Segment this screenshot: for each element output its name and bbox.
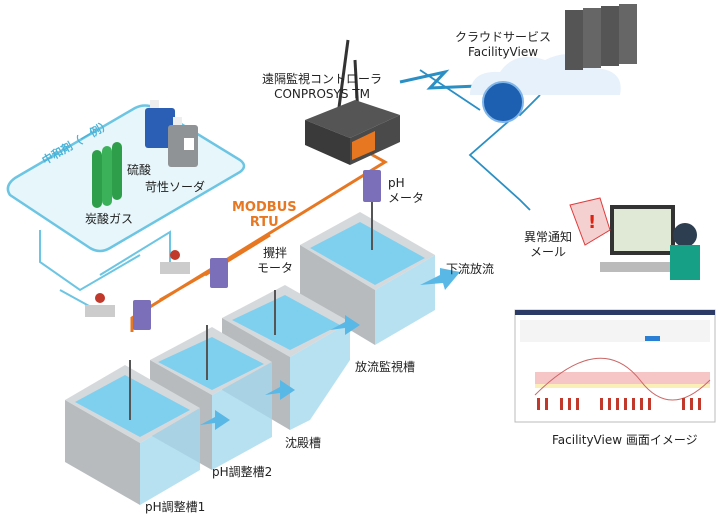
cloud-label-line2: FacilityView xyxy=(467,45,539,59)
controller-device-icon xyxy=(305,39,400,165)
cloud-label-line1: クラウドサービス xyxy=(455,30,552,44)
co2-cylinders-icon xyxy=(92,142,122,208)
ph-tank2-label: pH調整槽2 xyxy=(212,465,273,479)
alert-mail-label: 異常通知 メール xyxy=(524,230,572,260)
valve-icon xyxy=(85,250,190,317)
facilityview-screen-image xyxy=(514,309,716,423)
cloud-label: クラウドサービス FacilityView xyxy=(455,30,551,60)
discharge-tank-label: 放流監視槽 xyxy=(355,360,416,374)
flow-arrows xyxy=(200,268,460,430)
controller-label-line1: 遠隔監視コントローラ xyxy=(262,72,383,86)
screen-caption: FacilityView 画面イメージ xyxy=(552,433,698,447)
caustic-soda-label: 苛性ソーダ xyxy=(145,180,206,194)
sulfuric-acid-container-icon xyxy=(145,100,175,148)
caustic-soda-container-icon xyxy=(168,117,198,167)
controller-label: 遠隔監視コントローラ CONPROSYS TM xyxy=(262,72,382,102)
globe-icon xyxy=(482,81,524,123)
settling-tank-label: 沈殿槽 xyxy=(285,436,322,450)
sensor-probes xyxy=(129,202,373,420)
ph-meter-label-line2: メータ xyxy=(388,191,425,205)
ph-meter-label: pH メータ xyxy=(388,176,424,206)
alert-pc-icon: ! xyxy=(569,197,700,280)
wireless-signal-icon xyxy=(399,69,479,90)
ph-meter-icon xyxy=(133,170,381,330)
discharge-monitor-tank xyxy=(300,212,435,345)
server-rack-icon xyxy=(565,4,637,70)
modbus-label-line1: MODBUS xyxy=(232,200,297,215)
ph-tank1-label: pH調整槽1 xyxy=(145,500,206,514)
svg-text:!: ! xyxy=(588,212,596,233)
co2-gas-label: 炭酸ガス xyxy=(85,212,134,226)
sulfuric-acid-label: 硫酸 xyxy=(127,163,152,177)
stirrer-label: 攪拌 モータ xyxy=(257,246,293,276)
downstream-label: 下流放流 xyxy=(446,262,495,276)
alert-mail-label-line1: 異常通知 xyxy=(524,230,573,244)
ph-tank-1 xyxy=(65,365,200,505)
ph-meter-label-line1: pH xyxy=(388,176,405,190)
controller-label-line2: CONPROSYS TM xyxy=(274,87,370,101)
stirrer-label-line2: モータ xyxy=(257,261,294,275)
modbus-label-line2: RTU xyxy=(249,215,279,230)
modbus-label: MODBUS RTU xyxy=(232,200,297,230)
stirrer-label-line1: 攪拌 xyxy=(263,246,288,260)
neutralizer-zone xyxy=(6,104,246,253)
alert-mail-label-line2: メール xyxy=(530,245,567,259)
